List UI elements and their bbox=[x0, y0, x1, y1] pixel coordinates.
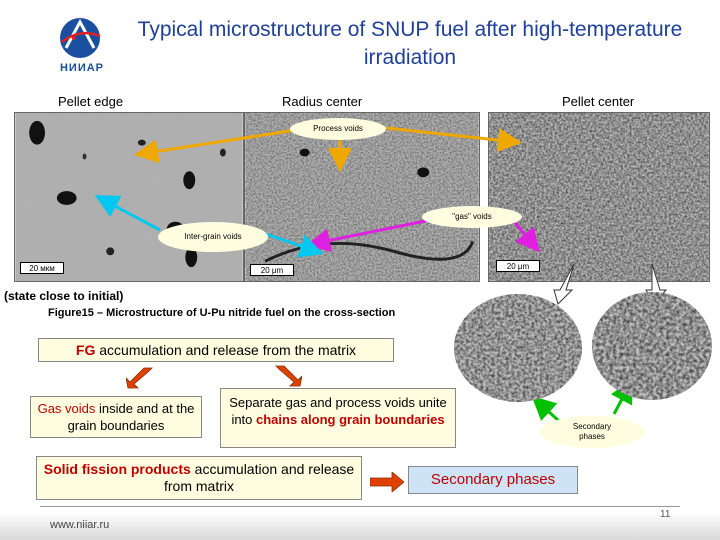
gas-voids-highlight: Gas voids bbox=[37, 401, 96, 416]
scale-bar-radius: 20 μm bbox=[250, 264, 294, 276]
separate-voids-highlight: chains along grain boundaries bbox=[256, 412, 445, 427]
page-number: 11 bbox=[660, 509, 671, 520]
label-radius-center: Radius center bbox=[282, 94, 363, 109]
niiar-logo: НИИАР bbox=[52, 14, 112, 78]
separate-voids-box: Separate gas and process voids unite int… bbox=[220, 388, 456, 448]
red-arrow-right bbox=[275, 365, 302, 387]
callout-gas-voids: "gas" voids bbox=[422, 206, 522, 228]
callout-process-voids: Process voids bbox=[290, 118, 386, 140]
callout-inter-grain-voids: Inter-grain voids bbox=[158, 222, 268, 252]
slide-title: Typical microstructure of SNUP fuel afte… bbox=[137, 18, 683, 69]
scale-bar-edge: 20 мкм bbox=[20, 262, 64, 274]
callout-secondary-phases: Secondary phases bbox=[540, 416, 644, 448]
micrograph-round-right bbox=[592, 292, 712, 400]
fg-accumulation-box: FG accumulation and release from the mat… bbox=[38, 338, 394, 362]
solid-fission-box: Solid fission products accumulation and … bbox=[36, 456, 362, 500]
micrograph-pellet-edge bbox=[14, 112, 244, 282]
fg-highlight: FG bbox=[75, 342, 96, 358]
solid-fission-rest: accumulation and release from matrix bbox=[164, 461, 355, 494]
figure-caption: Figure15 – Microstructure of U-Pu nitrid… bbox=[48, 307, 396, 319]
footer-url[interactable]: www.niiar.ru bbox=[50, 519, 110, 531]
micrograph-round-left bbox=[454, 294, 582, 402]
label-pellet-center: Pellet center bbox=[562, 94, 635, 109]
micrograph-pellet-center bbox=[488, 112, 710, 282]
scale-bar-center: 20 μm bbox=[496, 260, 540, 272]
red-arrow-left bbox=[126, 367, 153, 389]
gas-voids-box: Gas voids inside and at the grain bounda… bbox=[30, 396, 202, 438]
footer-divider bbox=[40, 506, 680, 507]
secondary-phases-box: Secondary phases bbox=[408, 466, 578, 494]
separate-voids-text: Separate gas and process voids unite int… bbox=[229, 395, 447, 427]
footer-bar bbox=[0, 512, 720, 540]
state-note: (state close to initial) bbox=[4, 289, 124, 303]
fg-rest: accumulation and release from the matrix bbox=[95, 342, 357, 358]
gas-voids-rest: inside and at the grain boundaries bbox=[67, 401, 195, 433]
label-pellet-edge: Pellet edge bbox=[58, 94, 124, 109]
red-arrow-secondary bbox=[370, 472, 404, 492]
logo-text: НИИАР bbox=[59, 62, 105, 74]
solid-fission-highlight: Solid fission products bbox=[43, 461, 191, 477]
